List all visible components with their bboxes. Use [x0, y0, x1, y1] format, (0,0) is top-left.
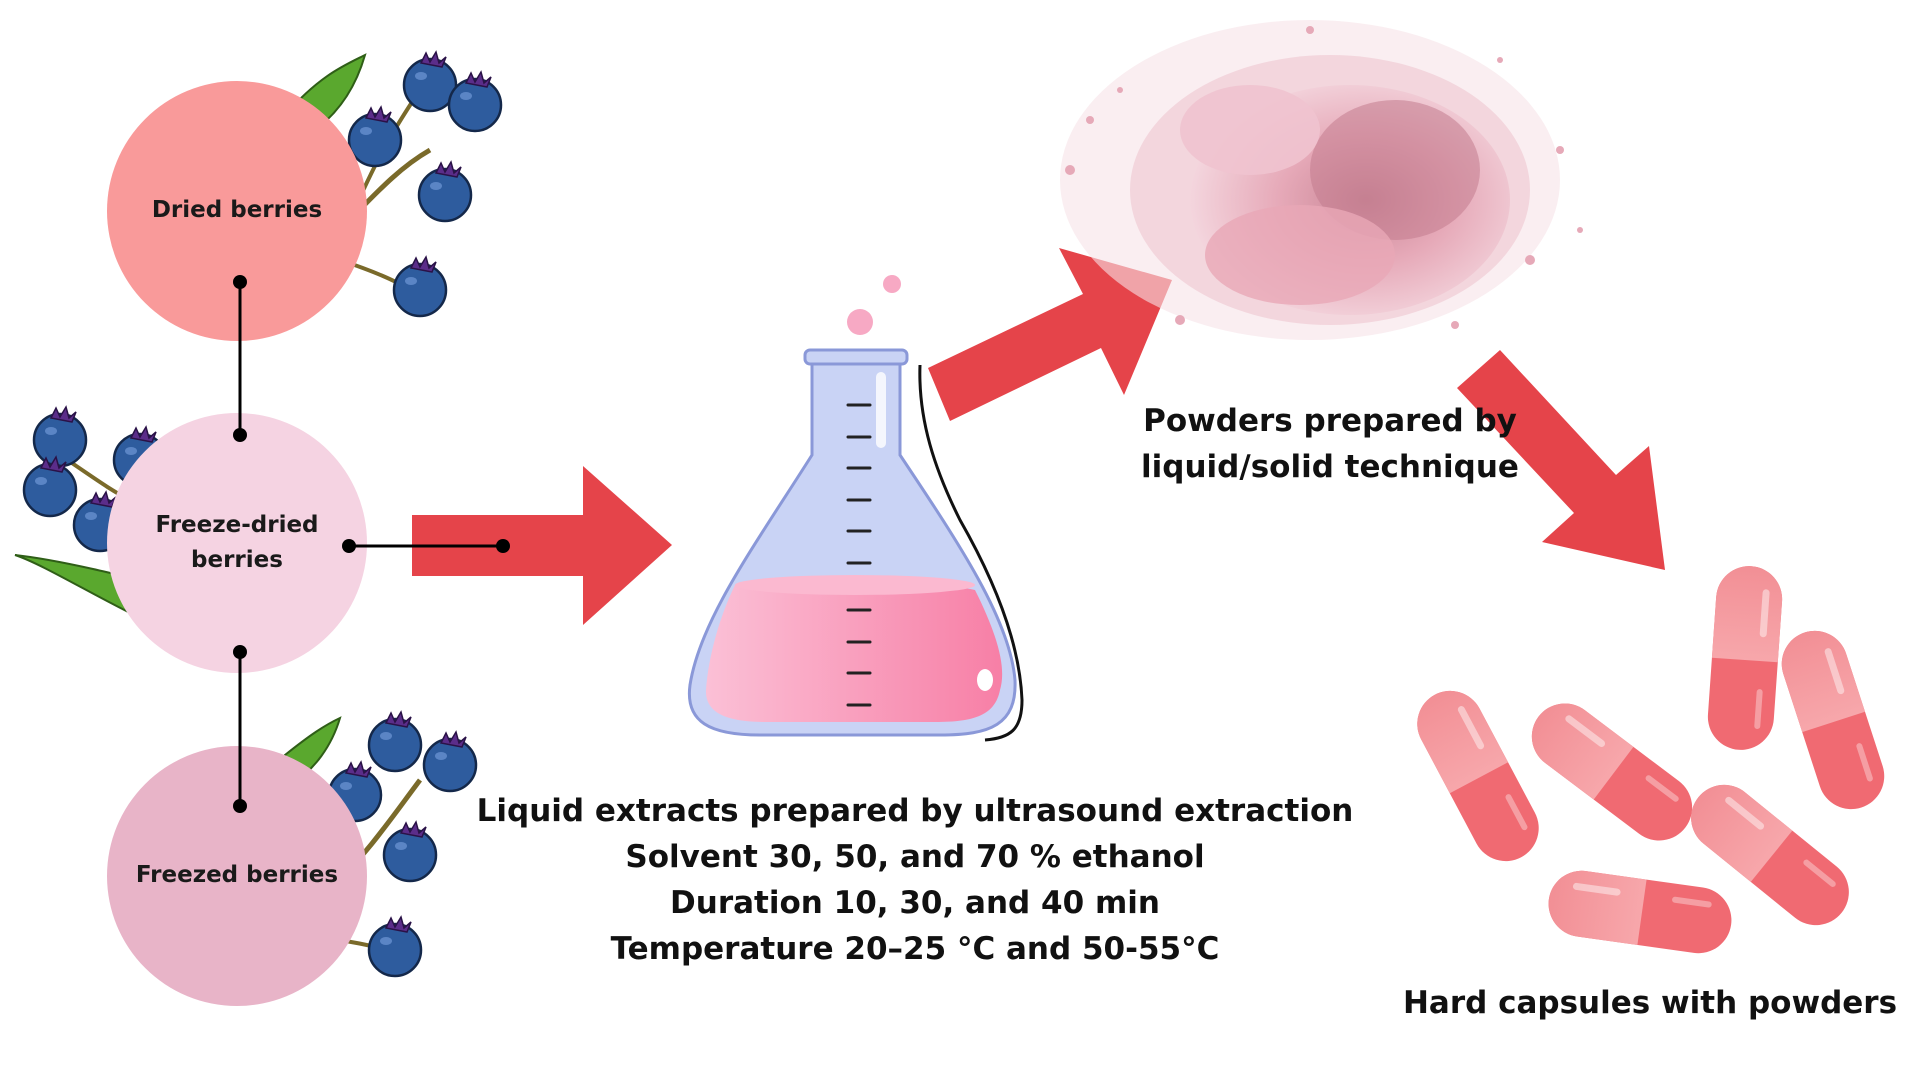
flask-icon [689, 275, 1022, 740]
extraction-line-4: Temperature 20–25 °C and 50-55°C [470, 926, 1360, 972]
capsule-icon [1544, 867, 1735, 958]
extraction-line-3: Duration 10, 30, and 40 min [470, 880, 1360, 926]
dried-berries-label: Dried berries [127, 193, 347, 228]
extraction-line-2: Solvent 30, 50, and 70 % ethanol [470, 834, 1360, 880]
capsule-icon [1406, 679, 1551, 872]
capsule-icon [1519, 690, 1706, 853]
freezed-berries-label: Freezed berries [127, 858, 347, 893]
extraction-line-1: Liquid extracts prepared by ultrasound e… [470, 788, 1360, 834]
capsule-icon [1773, 622, 1893, 817]
freeze-dried-berries-label: Freeze-dried berries [127, 508, 347, 578]
arrow-icon [342, 466, 672, 625]
capsule-icon [1706, 564, 1785, 752]
powder-line-1: Powders prepared by [1100, 398, 1560, 444]
powder-line-2: liquid/solid technique [1100, 444, 1560, 490]
powder-caption: Powders prepared by liquid/solid techniq… [1100, 398, 1560, 490]
capsules-label: Hard capsules with powders [1400, 980, 1900, 1026]
extraction-caption: Liquid extracts prepared by ultrasound e… [470, 788, 1360, 972]
capsules-caption: Hard capsules with powders [1400, 980, 1900, 1026]
pink-powder-icon [1060, 20, 1583, 340]
